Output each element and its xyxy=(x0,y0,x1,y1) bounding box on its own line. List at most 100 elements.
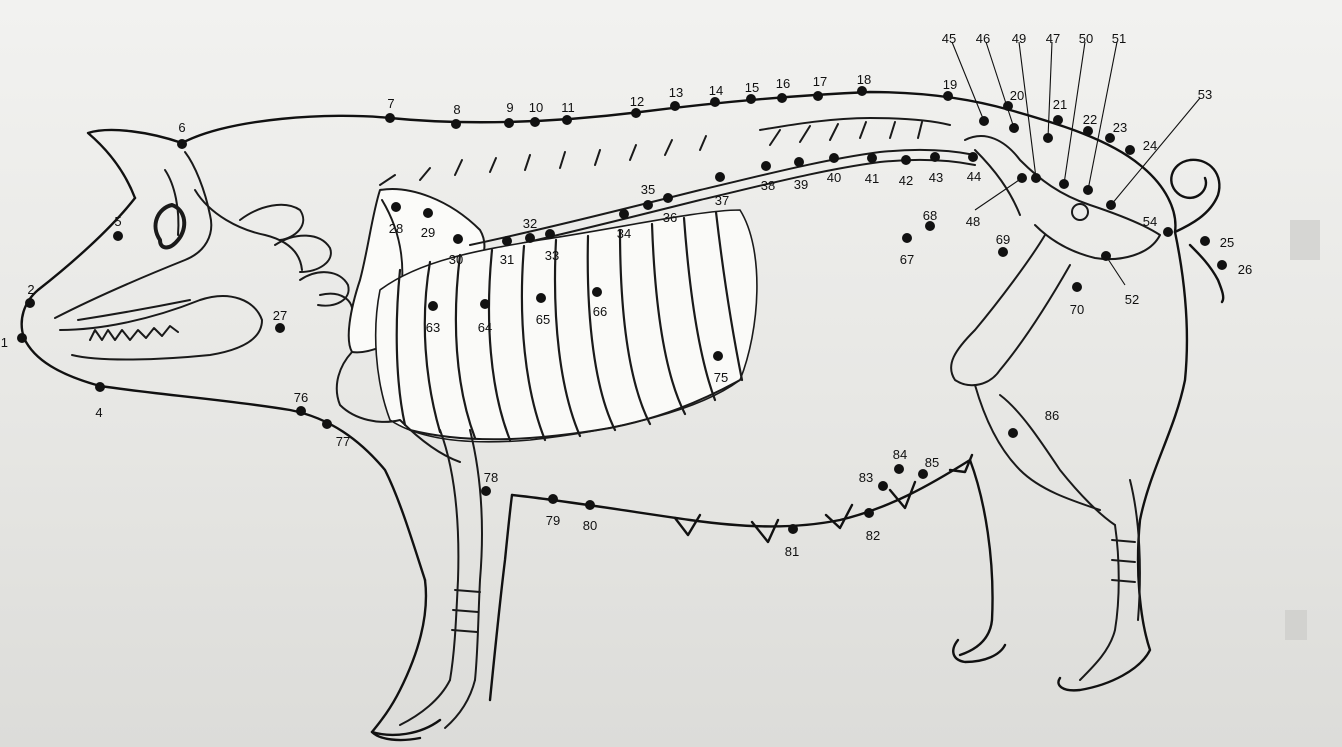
acupoint-dot xyxy=(979,116,989,126)
acupoint-dot xyxy=(867,153,877,163)
acupoint-dot xyxy=(428,301,438,311)
acupoint-label: 25 xyxy=(1220,235,1234,250)
cervical-vertebrae xyxy=(240,205,352,315)
acupoint-dot xyxy=(1217,260,1227,270)
acupoint-dot xyxy=(713,351,723,361)
acupoint-31: 31 xyxy=(500,236,514,267)
acupoint-label: 52 xyxy=(1125,292,1139,307)
acupoint-label: 42 xyxy=(899,173,913,188)
acupoint-dot xyxy=(451,119,461,129)
acupoint-label: 30 xyxy=(449,252,463,267)
acupoint-dot xyxy=(391,202,401,212)
acupoint-label: 53 xyxy=(1198,87,1212,102)
acupoint-68: 68 xyxy=(923,208,937,231)
acupoint-82: 82 xyxy=(864,508,880,543)
acupoint-dot xyxy=(663,193,673,203)
acupoint-dot xyxy=(619,209,629,219)
acupoint-label: 19 xyxy=(943,77,957,92)
acupoint-dot xyxy=(502,236,512,246)
acupoint-dot xyxy=(878,481,888,491)
acupoint-dot xyxy=(710,97,720,107)
acupoint-label: 24 xyxy=(1143,138,1157,153)
acupoint-label: 67 xyxy=(900,252,914,267)
acupoint-43: 43 xyxy=(929,152,943,185)
acupoint-label: 21 xyxy=(1053,97,1067,112)
acupoint-label: 23 xyxy=(1113,120,1127,135)
acupoint-2: 2 xyxy=(25,282,35,308)
acupoint-label: 13 xyxy=(669,85,683,100)
acupoint-label: 85 xyxy=(925,455,939,470)
acupoint-dot xyxy=(177,139,187,149)
acupoint-label: 28 xyxy=(389,221,403,236)
acupoint-67: 67 xyxy=(900,233,914,267)
acupoint-dot xyxy=(275,323,285,333)
acupoint-86: 86 xyxy=(1008,408,1059,438)
acupoint-label: 36 xyxy=(663,210,677,225)
acupoint-label: 10 xyxy=(529,100,543,115)
acupoint-dot xyxy=(592,287,602,297)
acupoint-dot xyxy=(95,382,105,392)
acupoint-20: 20 xyxy=(1003,88,1024,111)
acupoint-4: 4 xyxy=(95,382,105,420)
acupoint-label: 6 xyxy=(178,120,185,135)
acupoint-label: 77 xyxy=(336,434,350,449)
acupoint-label: 29 xyxy=(421,225,435,240)
acupoint-dot xyxy=(788,524,798,534)
acupoint-69: 69 xyxy=(996,232,1010,257)
acupoint-label: 17 xyxy=(813,74,827,89)
acupoint-dot xyxy=(1200,236,1210,246)
acupoint-label: 38 xyxy=(761,178,775,193)
acupoint-dot xyxy=(385,113,395,123)
acupoint-dot xyxy=(902,233,912,243)
acupoint-83: 83 xyxy=(859,470,888,491)
acupoint-label: 16 xyxy=(776,76,790,91)
acupoint-dot xyxy=(562,115,572,125)
acupoint-label: 1 xyxy=(1,335,8,350)
acupoint-35: 35 xyxy=(641,182,655,210)
acupoint-label: 69 xyxy=(996,232,1010,247)
acupoint-dot xyxy=(998,247,1008,257)
acupoint-label: 40 xyxy=(827,170,841,185)
acupoint-11: 11 xyxy=(561,100,575,125)
acupoint-dot xyxy=(715,172,725,182)
acupoint-dot xyxy=(943,91,953,101)
acupoint-label: 50 xyxy=(1079,31,1093,46)
acupoint-22: 22 xyxy=(1083,112,1097,136)
acupoint-label: 70 xyxy=(1070,302,1084,317)
acupoint-label: 43 xyxy=(929,170,943,185)
acupoint-85: 85 xyxy=(918,455,939,479)
acupoint-label: 27 xyxy=(273,308,287,323)
acupoint-label: 11 xyxy=(561,100,575,115)
acupoint-84: 84 xyxy=(893,447,907,474)
acupoint-7: 7 xyxy=(385,96,395,123)
acupoint-label: 8 xyxy=(453,102,460,117)
acupoint-label: 80 xyxy=(583,518,597,533)
acupoint-12: 12 xyxy=(630,94,644,118)
acupoint-6: 6 xyxy=(177,120,187,149)
acupoint-label: 33 xyxy=(545,248,559,263)
acupoint-label: 84 xyxy=(893,447,907,462)
acupoint-label: 81 xyxy=(785,544,799,559)
acupoint-dot xyxy=(1125,145,1135,155)
acupoint-label: 44 xyxy=(967,169,981,184)
acupoint-label: 75 xyxy=(714,370,728,385)
acupoint-78: 78 xyxy=(481,470,498,496)
acupoint-dot xyxy=(480,299,490,309)
acupoint-label: 63 xyxy=(426,320,440,335)
acupoint-dot xyxy=(1008,428,1018,438)
acupoint-32: 32 xyxy=(523,216,537,243)
acupoint-81: 81 xyxy=(785,524,799,559)
acupoint-16: 16 xyxy=(776,76,790,103)
acupoint-dot xyxy=(322,419,332,429)
acupoint-dot xyxy=(1083,185,1093,195)
acupoint-dot xyxy=(1009,123,1019,133)
acupoint-label: 83 xyxy=(859,470,873,485)
acupoint-label: 7 xyxy=(387,96,394,111)
skull xyxy=(55,152,302,360)
acupoint-5: 5 xyxy=(113,214,123,241)
acupoint-26: 26 xyxy=(1217,260,1252,277)
acupoint-17: 17 xyxy=(813,74,827,101)
acupoint-label: 41 xyxy=(865,171,879,186)
acupoint-label: 15 xyxy=(745,80,759,95)
